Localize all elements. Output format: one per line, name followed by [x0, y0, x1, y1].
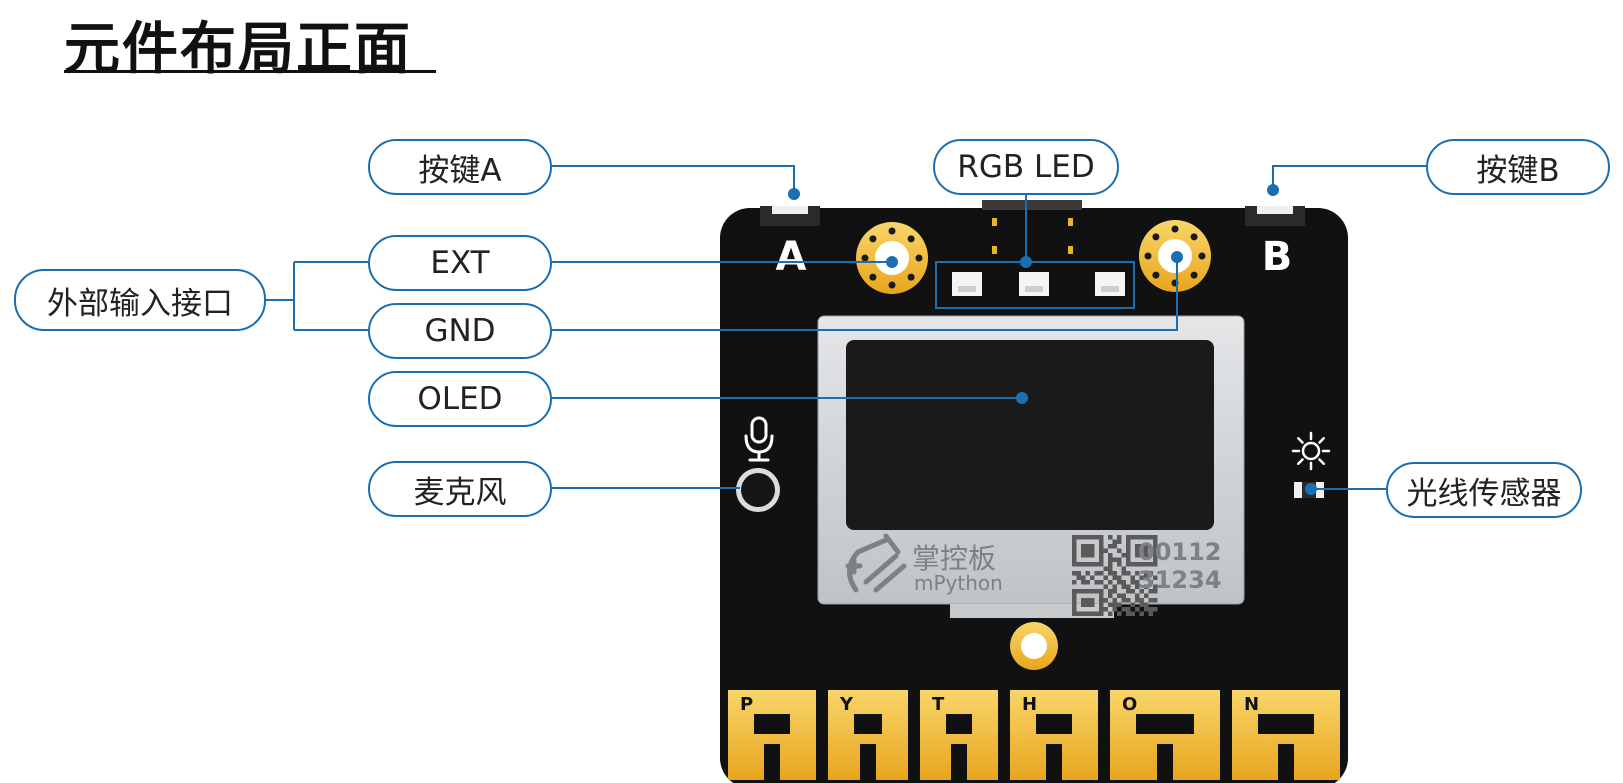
label-light-sensor: 光线传感器 — [1386, 462, 1582, 518]
microphone-icon — [744, 416, 774, 462]
bracket-external-input — [266, 261, 368, 331]
board-letter-b: B — [1262, 234, 1293, 280]
dot-button-a — [788, 188, 800, 200]
rgb-led-1 — [952, 272, 982, 296]
dot-ext — [886, 256, 898, 268]
brand-english: mPython — [914, 571, 1003, 595]
python-pad-letter: O — [1122, 694, 1137, 715]
oled-screen — [846, 340, 1214, 530]
title-underline — [64, 70, 436, 73]
leader-button-a — [552, 165, 795, 194]
dot-button-b — [1267, 184, 1279, 196]
serial-line-2: 31234 — [1138, 566, 1222, 594]
rgb-led-3 — [1095, 272, 1125, 296]
sun-icon — [1291, 431, 1331, 471]
button-b[interactable] — [1245, 206, 1305, 226]
label-ext: EXT — [368, 235, 552, 291]
python-pad-letter: H — [1022, 694, 1037, 715]
label-microphone: 麦克风 — [368, 461, 552, 517]
dot-gnd — [1171, 251, 1183, 263]
serial-line-1: 00112 — [1138, 538, 1222, 566]
python-pad-o: O — [1110, 690, 1220, 780]
brand-chinese: 掌控板 — [912, 542, 996, 575]
python-pad-letter: T — [932, 694, 945, 715]
mpython-logo-icon — [845, 533, 907, 593]
rgb-led-highlight-box — [935, 261, 1135, 309]
python-pad-letter: Y — [839, 694, 854, 715]
button-a[interactable] — [760, 206, 820, 226]
python-pad-y: Y — [828, 690, 908, 780]
label-button-b: 按键B — [1426, 139, 1610, 195]
python-pad-t: T — [920, 690, 998, 780]
label-button-a: 按键A — [368, 139, 552, 195]
python-pad-letter: P — [740, 694, 753, 715]
rgb-led-2 — [1019, 272, 1049, 296]
qr-code-icon — [1072, 535, 1158, 616]
label-gnd: GND — [368, 303, 552, 359]
python-pad-n: N — [1232, 690, 1340, 780]
leader-button-b — [1272, 165, 1426, 190]
dot-oled — [1016, 392, 1028, 404]
label-oled: OLED — [368, 371, 552, 427]
oled-module: 掌控板 mPython 00112 31234 — [817, 315, 1245, 618]
usb-marks — [982, 200, 1082, 254]
bottom-pad — [1010, 622, 1058, 670]
dot-light-sensor — [1305, 483, 1317, 495]
label-external-input: 外部输入接口 — [14, 269, 266, 331]
board-letter-a: A — [776, 234, 807, 280]
leader-gnd — [552, 257, 1178, 331]
microphone — [736, 468, 780, 512]
label-rgb-led: RGB LED — [933, 139, 1119, 195]
python-pad-letter: N — [1244, 694, 1259, 715]
dot-rgb-led — [1020, 256, 1032, 268]
python-pad-h: H — [1010, 690, 1098, 780]
python-pad-p: P — [728, 690, 816, 780]
